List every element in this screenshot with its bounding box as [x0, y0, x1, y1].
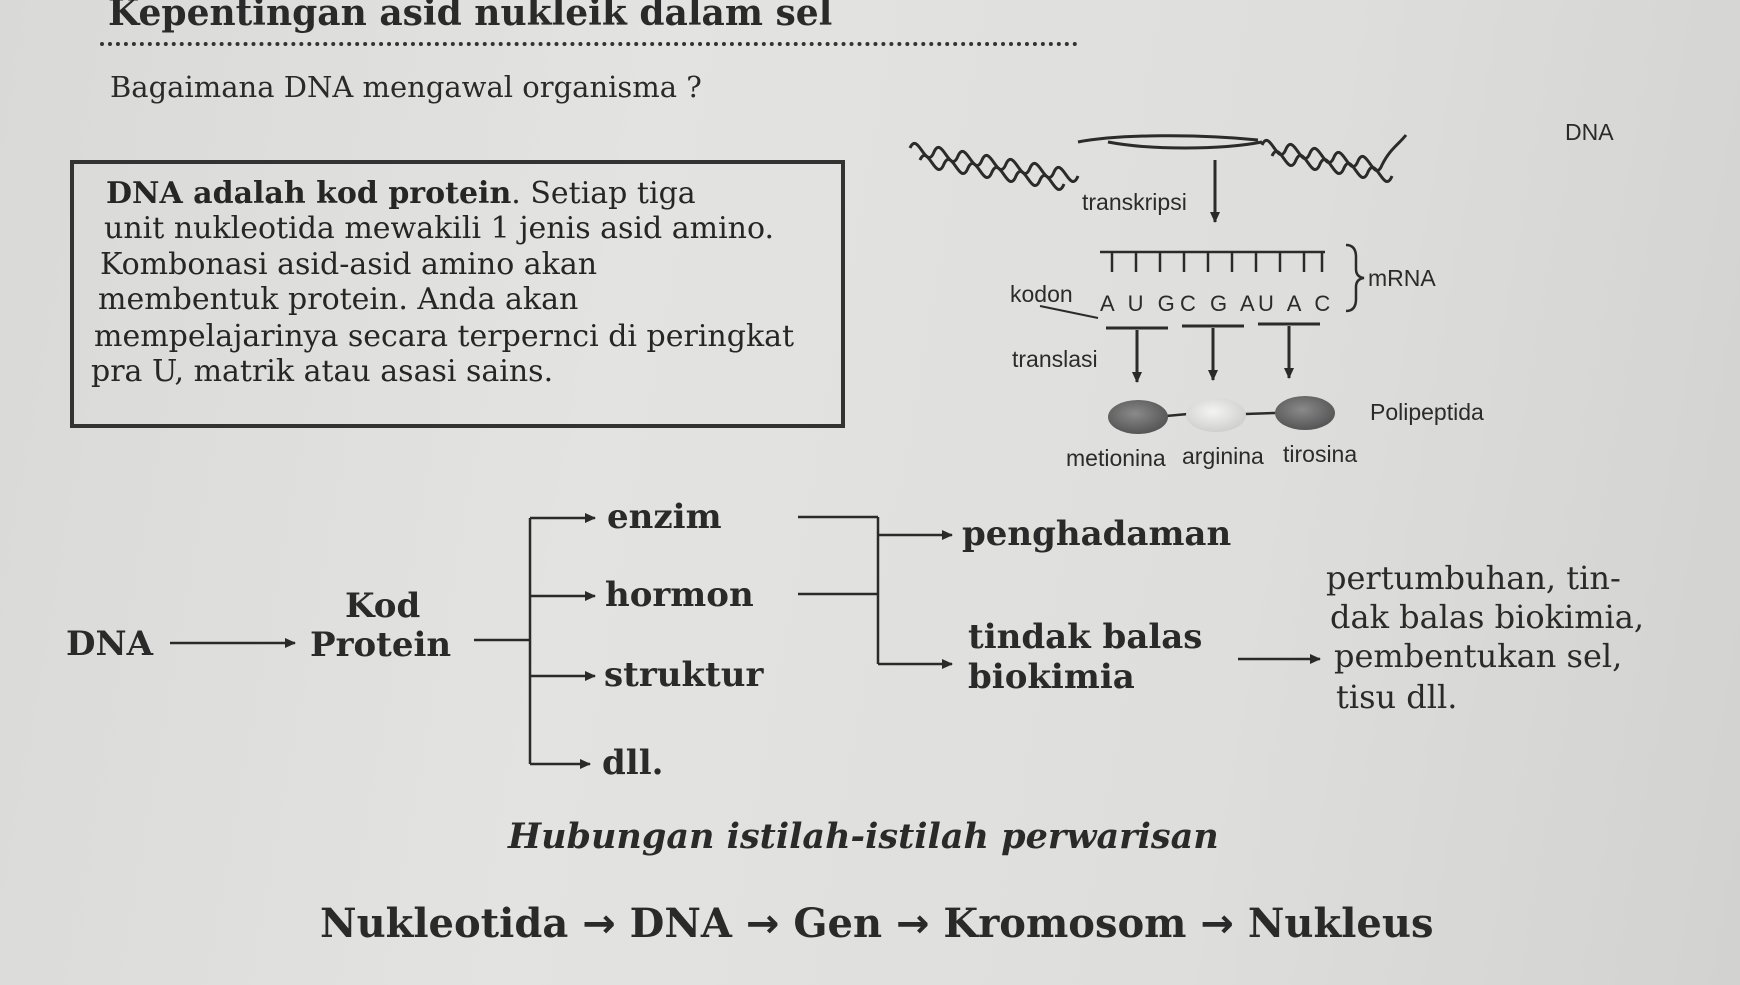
result-line-3: pembentukan sel,: [1334, 637, 1622, 675]
codon-label: kodon: [1010, 281, 1073, 307]
flow-dna-label: DNA: [66, 624, 154, 664]
arrow-right-icon: →: [745, 901, 780, 947]
branch-enzim: enzim: [607, 497, 722, 537]
tindak-balas-line-2: biokimia: [968, 657, 1135, 697]
codon-pointer-line: [1039, 305, 1099, 319]
protein-branch-lines: [474, 513, 596, 769]
question-text: Bagaimana DNA mengawal organisma ?: [110, 70, 702, 104]
inheritance-hierarchy: Nukleotida → DNA → Gen → Kromosom → Nukl…: [320, 900, 1433, 947]
info-line-1: DNA adalah kod protein. Setiap tiga: [106, 176, 696, 211]
info-line-1-rest: . Setiap tiga: [511, 176, 696, 211]
transcription-label: transkripsi: [1082, 189, 1187, 215]
info-line-2: unit nukleotida mewakili 1 jenis asid am…: [104, 211, 775, 246]
inheritance-subtitle: Hubungan istilah-istilah perwarisan: [508, 816, 1219, 857]
hierarchy-item-dna: DNA: [629, 900, 732, 947]
info-line-5: mempelajarinya secara terpernci di perin…: [94, 319, 795, 354]
hierarchy-item-nukleus: Nukleus: [1247, 900, 1434, 947]
mrna-label: mRNA: [1368, 265, 1436, 291]
translation-arrows-icon: [1106, 322, 1320, 383]
tindak-balas-line-1: tindak balas: [968, 617, 1202, 657]
polypeptide-label: Polipeptida: [1370, 399, 1484, 425]
dna-helix-icon: [908, 134, 1408, 192]
peptide-bond-1: [1165, 412, 1189, 418]
arrow-right-icon: →: [895, 901, 930, 947]
flow-protein-label: Protein: [310, 625, 451, 665]
amino-acid-1-label: metionina: [1066, 445, 1166, 471]
function-connector-lines: [798, 515, 1321, 669]
mrna-strand-icon: [1100, 250, 1325, 272]
info-line-6: pra U, matrik atau asasi sains.: [91, 354, 554, 389]
amino-acid-bead-1: [1108, 400, 1168, 434]
amino-acid-2-label: arginina: [1182, 443, 1264, 469]
result-line-4: tisu dll.: [1336, 678, 1457, 716]
translation-label: translasi: [1012, 346, 1098, 372]
info-line-3: Kombonasi asid-asid amino akan: [100, 247, 598, 282]
section-heading: Kepentingan asid nukleik dalam sel: [108, 0, 833, 34]
penghadaman-label: penghadaman: [962, 514, 1231, 554]
info-box: DNA adalah kod protein. Setiap tiga unit…: [70, 160, 845, 428]
hierarchy-item-nukleotida: Nukleotida: [320, 900, 569, 947]
codon-2: C G A: [1180, 291, 1259, 316]
arrow-right-icon: →: [1200, 901, 1234, 947]
codon-3: U A C: [1258, 291, 1334, 316]
peptide-bond-2: [1244, 411, 1276, 416]
amino-acid-bead-2: [1186, 398, 1246, 432]
hierarchy-item-gen: Gen: [793, 900, 883, 947]
branch-hormon: hormon: [605, 575, 754, 615]
result-line-2: dak balas biokimia,: [1330, 598, 1644, 636]
dna-label: DNA: [1565, 119, 1614, 145]
amino-acid-bead-3: [1275, 396, 1335, 430]
branch-struktur: struktur: [604, 655, 764, 695]
branch-dll: dll.: [602, 743, 663, 783]
info-lead-bold: DNA adalah kod protein: [106, 176, 512, 211]
mrna-brace-icon: [1345, 243, 1365, 313]
flow-kod-label: Kod: [345, 586, 420, 626]
codon-1: A U G: [1100, 291, 1179, 316]
info-line-4: membentuk protein. Anda akan: [98, 282, 579, 317]
result-line-1: pertumbuhan, tin-: [1326, 559, 1621, 597]
amino-acid-3-label: tirosina: [1283, 441, 1357, 467]
hierarchy-item-kromosom: Kromosom: [943, 900, 1187, 947]
dotted-underline: [100, 42, 1078, 46]
arrow-right-icon: →: [582, 901, 616, 947]
